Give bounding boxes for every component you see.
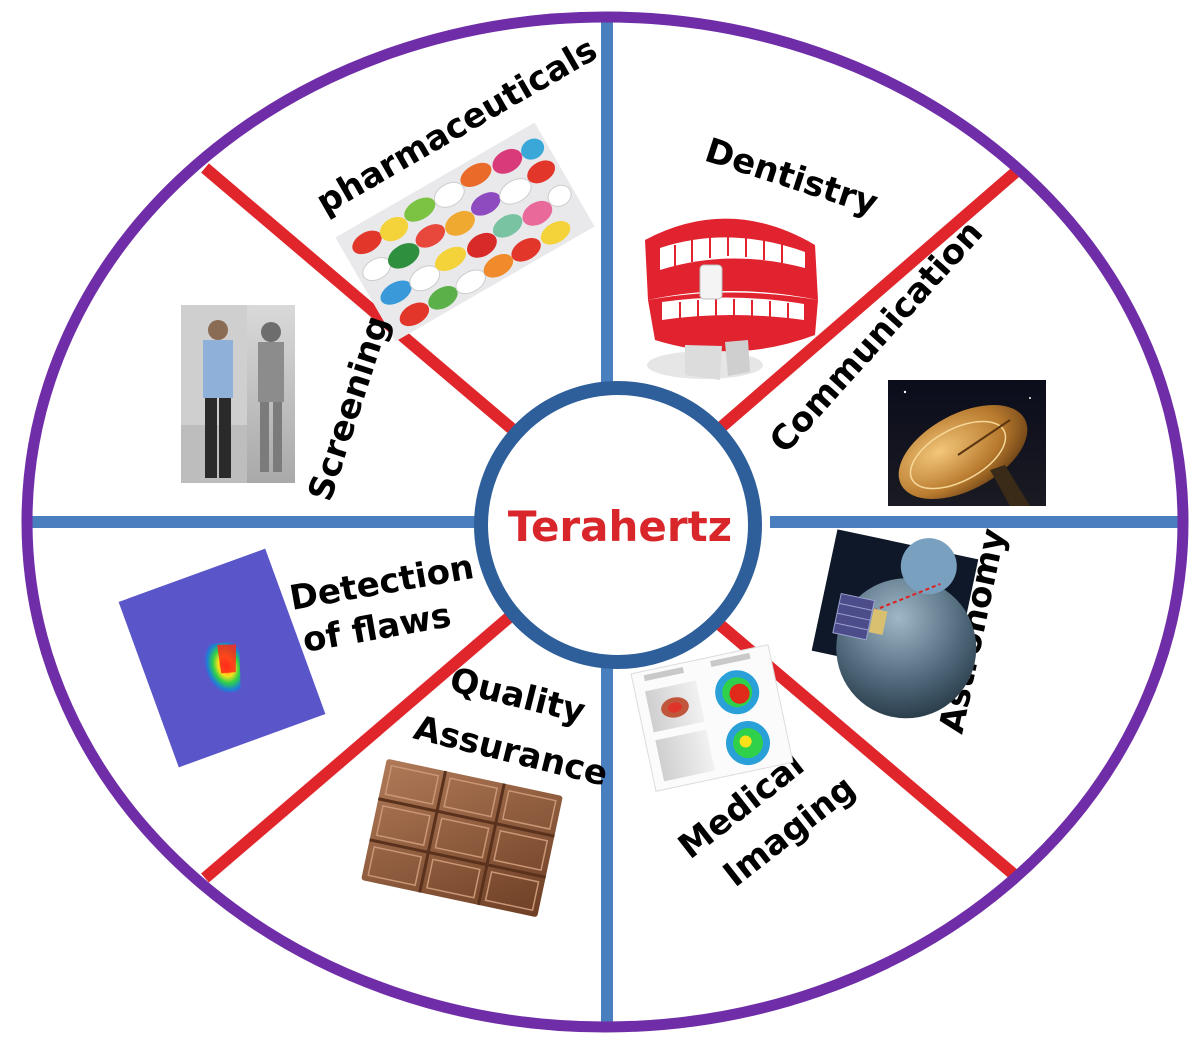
center-hub: Terahertz [474, 381, 762, 669]
segment-detection-of-flaws: Detection of flaws [118, 547, 477, 768]
center-label: Terahertz [508, 502, 732, 551]
diagonal-spoke-top-right [714, 165, 1022, 435]
space-satellite-icon [811, 529, 979, 719]
center-ring [474, 381, 762, 669]
body-scan-icon [181, 305, 295, 483]
diagonal-spoke-top-left [201, 163, 529, 445]
pills-icon [335, 122, 595, 342]
diagonal-spoke-bottom-left [201, 603, 524, 883]
chocolate-bar-icon [361, 759, 563, 917]
outer-ring [21, 11, 1189, 1033]
medical-scan-icon [630, 644, 794, 792]
flaw-heatmap-icon [118, 548, 326, 768]
teeth-icon [645, 218, 818, 380]
spokes [32, 18, 1180, 1025]
satellite-dish-icon [888, 380, 1046, 506]
